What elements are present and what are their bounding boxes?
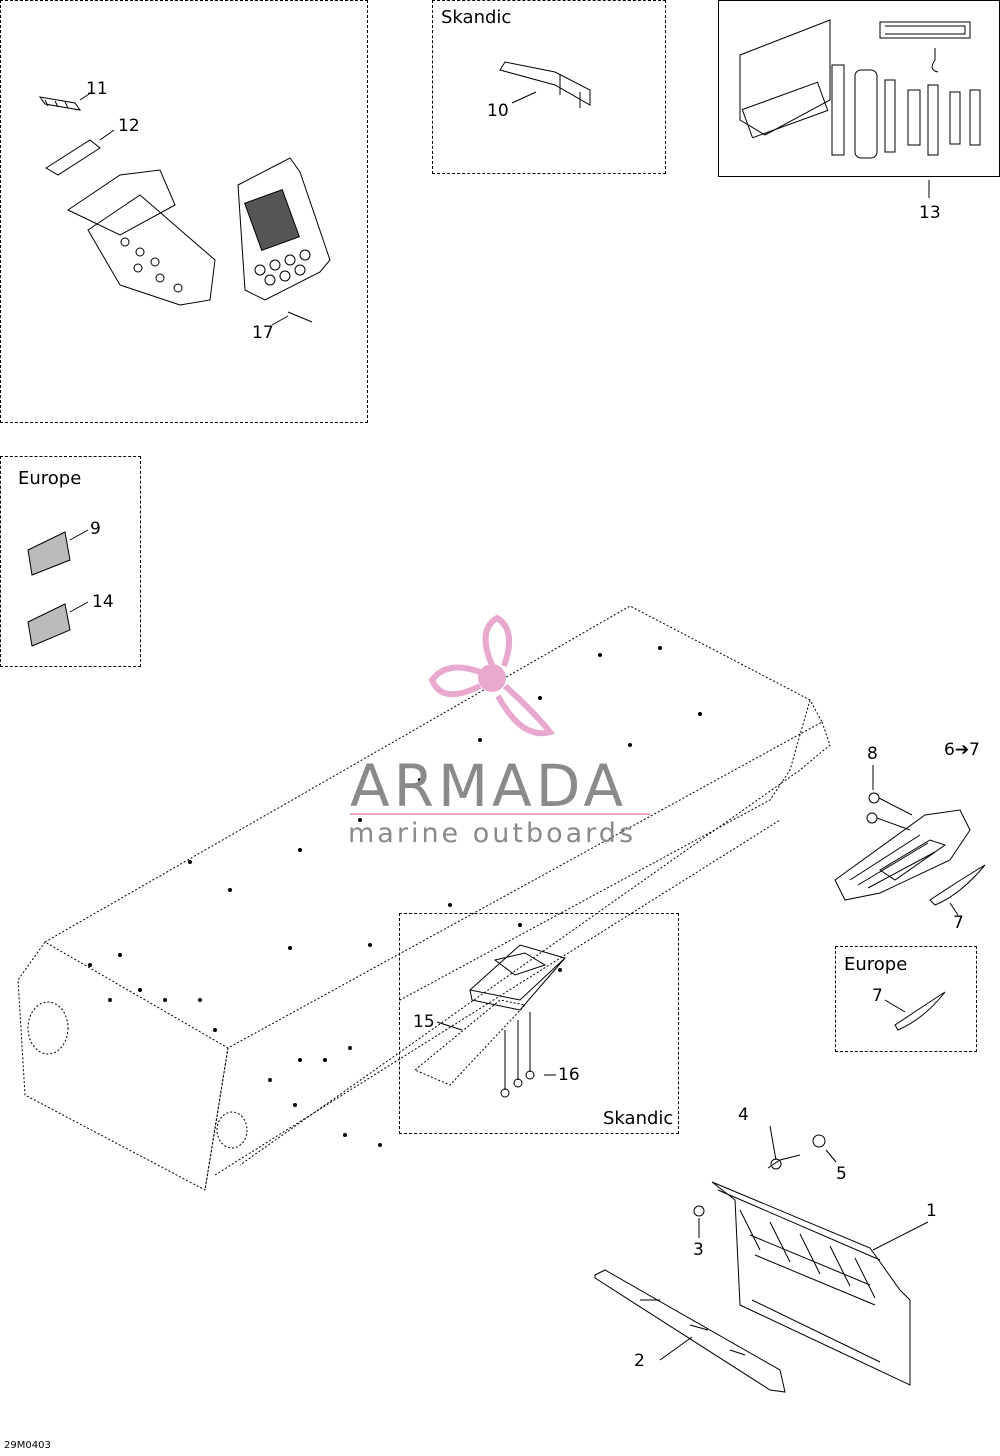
callout-6-7: 6➔7 bbox=[944, 740, 980, 760]
callout-16: 16 bbox=[558, 1065, 580, 1085]
tunnel-drawing bbox=[17, 605, 831, 1191]
skandic-top-bracket-drawing bbox=[499, 61, 591, 108]
frame-top-left bbox=[0, 0, 368, 423]
frame-europe-left: Europe bbox=[0, 456, 141, 667]
frame-europe-left-title: Europe bbox=[18, 468, 82, 489]
diagram-code: 29M0403 bbox=[4, 1440, 51, 1451]
callout-12: 12 bbox=[118, 116, 140, 136]
propeller-logo-icon bbox=[428, 614, 556, 737]
handle-drawing bbox=[834, 765, 986, 1031]
callout-17: 17 bbox=[252, 323, 274, 343]
frame-skandic-top: Skandic bbox=[432, 0, 666, 174]
callout-4: 4 bbox=[738, 1105, 749, 1125]
callout-8: 8 bbox=[867, 744, 878, 764]
callout-9: 9 bbox=[90, 519, 101, 539]
rear-bumper-drawing bbox=[594, 1125, 929, 1393]
watermark-underline bbox=[350, 813, 650, 815]
watermark-tagline: marine outboards bbox=[348, 818, 637, 849]
callout-1: 1 bbox=[926, 1201, 937, 1221]
callout-10: 10 bbox=[487, 101, 509, 121]
top-left-kit-drawing bbox=[38, 91, 331, 326]
callout-3: 3 bbox=[693, 1240, 704, 1260]
callout-14: 14 bbox=[92, 592, 114, 612]
skandic-bracket-drawing bbox=[414, 944, 566, 1098]
callout-7b: 7 bbox=[872, 986, 883, 1006]
frame-skandic-top-title: Skandic bbox=[441, 7, 512, 28]
frame-skandic-center-title: Skandic bbox=[603, 1108, 674, 1129]
watermark-brand: ARMADA bbox=[350, 752, 628, 820]
tool-kit-drawing bbox=[739, 19, 981, 198]
callout-13: 13 bbox=[919, 203, 941, 223]
frame-skandic-center: Skandic bbox=[399, 913, 679, 1134]
frame-europe-right-title: Europe bbox=[844, 954, 908, 975]
callout-11: 11 bbox=[86, 79, 108, 99]
tunnel-holes bbox=[88, 646, 702, 1147]
callout-7a: 7 bbox=[953, 913, 964, 933]
frame-europe-right: Europe bbox=[835, 946, 977, 1052]
europe-left-items-drawing bbox=[27, 529, 89, 647]
callout-15: 15 bbox=[413, 1012, 435, 1032]
callout-2: 2 bbox=[634, 1351, 645, 1371]
callout-5: 5 bbox=[836, 1164, 847, 1184]
